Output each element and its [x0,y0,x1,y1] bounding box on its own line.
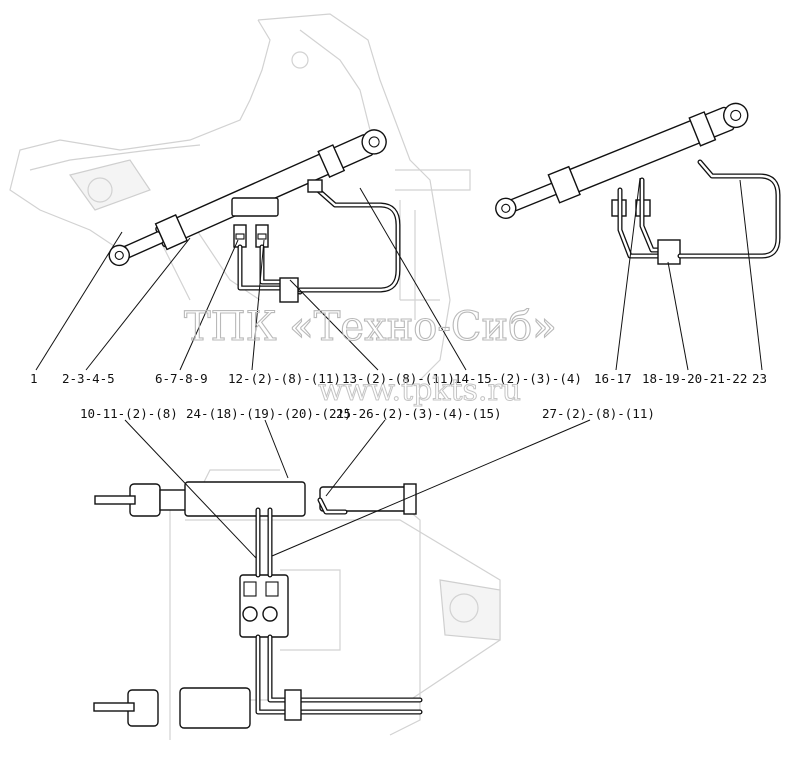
callout-10-11: 10-11-(2)-(8) [80,406,178,421]
callout-13: 13-(2)-(8)-(11) [342,371,455,386]
callout-18-22: 18-19-20-21-22 [642,371,747,386]
callout-25-26: 25-26-(2)-(3)-(4)-(15) [336,406,502,421]
callout-12: 12-(2)-(8)-(11) [228,371,341,386]
cylinder-detail-view [495,102,781,265]
callout-labels: 1 2-3-4-5 6-7-8-9 12-(2)-(8)-(11) 13-(2)… [30,371,767,421]
callout-2-3-4-5: 2-3-4-5 [62,371,115,386]
callout-27: 27-(2)-(8)-(11) [542,406,655,421]
callout-24: 24-(18)-(19)-(20)-(21) [186,406,352,421]
callout-23: 23 [752,371,767,386]
callout-1: 1 [30,371,38,386]
callout-14-15: 14-15-(2)-(3)-(4) [454,371,582,386]
callout-6-7-8-9: 6-7-8-9 [155,371,208,386]
watermark-title: ТПК «Техно-Сиб» [184,304,557,350]
watermark: ТПК «Техно-Сиб» www.tpkts.ru [183,303,557,408]
top-view [93,469,501,740]
leader-lines [35,177,763,559]
callout-16-17: 16-17 [594,371,632,386]
watermark-url: www.tpkts.ru [318,373,521,408]
